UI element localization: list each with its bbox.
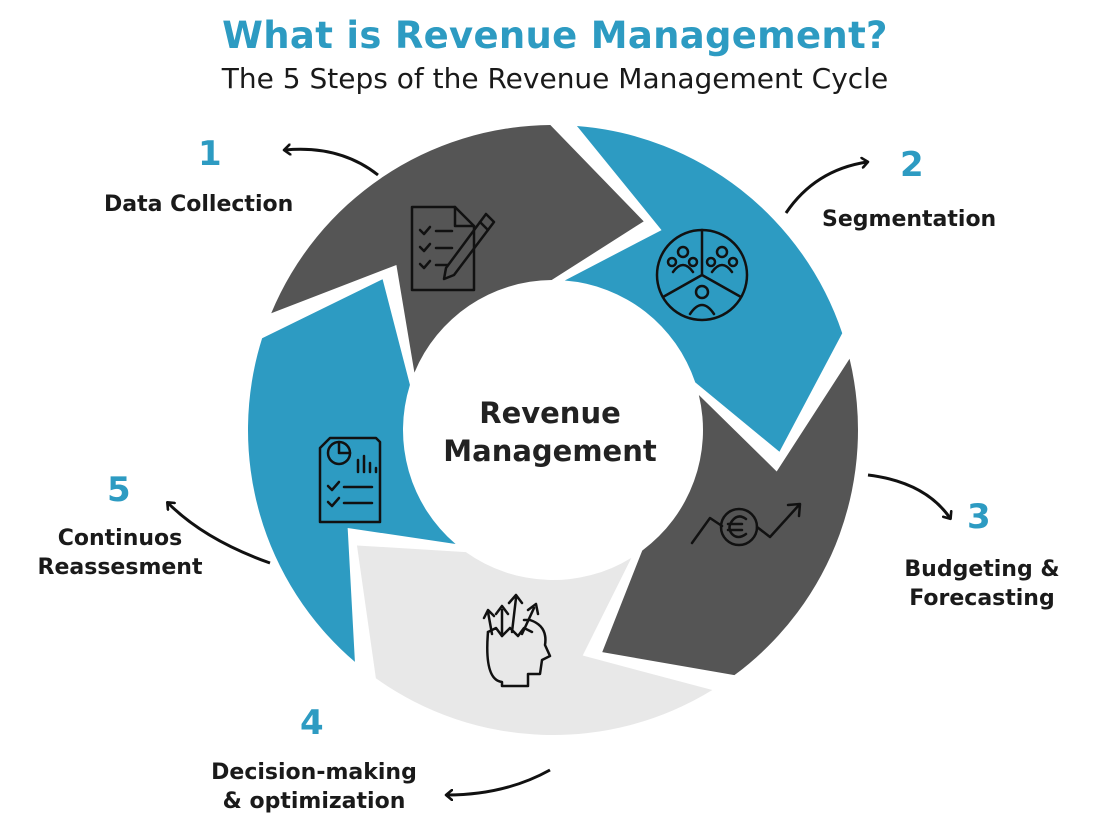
head-arrows-icon: [482, 593, 552, 688]
cycle-segment-3: [602, 358, 859, 676]
center-circle: [418, 295, 688, 565]
step-3-label: Budgeting & Forecasting: [898, 555, 1066, 613]
center-label: Revenue Management: [400, 394, 700, 470]
checklist-pen-icon: [410, 205, 496, 292]
arrow-step-1: [285, 149, 379, 177]
step-1-label: Data Collection: [104, 192, 294, 217]
step-5-label: Continuos Reassesment: [30, 524, 210, 582]
cycle-segment-5: [247, 279, 456, 662]
arrow-step-2: [784, 162, 867, 214]
cycle-segment-2: [564, 125, 843, 452]
arrow-step-4: [447, 768, 551, 795]
arrow-step-3: [867, 473, 950, 518]
step-4-label: Decision-making & optimization: [200, 758, 428, 816]
page-title: What is Revenue Management?: [222, 14, 888, 57]
audience-segments-icon: [655, 228, 749, 322]
cycle-segment-4: [356, 545, 713, 735]
step-3-label-line2: Forecasting: [909, 586, 1055, 611]
euro-growth-icon: [690, 502, 802, 547]
step-5-number: 5: [107, 470, 131, 510]
step-5-label-line1: Continuos: [57, 526, 183, 551]
step-3-label-line1: Budgeting &: [904, 557, 1060, 582]
step-2-label: Segmentation: [822, 207, 997, 232]
center-label-line1: Revenue: [479, 396, 621, 430]
step-2-number: 2: [900, 145, 924, 185]
step-4-number: 4: [300, 703, 324, 743]
step-1-number: 1: [198, 134, 222, 174]
report-checklist-icon: [318, 436, 382, 524]
page-subtitle: The 5 Steps of the Revenue Management Cy…: [221, 62, 889, 95]
step-3-number: 3: [967, 497, 991, 537]
step-5-label-line2: Reassesment: [37, 555, 203, 580]
cycle-segments: [247, 125, 859, 735]
cycle-segment-1: [271, 125, 644, 373]
arrow-step-5: [168, 503, 271, 565]
center-label-line2: Management: [443, 434, 657, 468]
step-4-label-line2: & optimization: [222, 789, 406, 814]
step-4-label-line1: Decision-making: [211, 760, 417, 785]
